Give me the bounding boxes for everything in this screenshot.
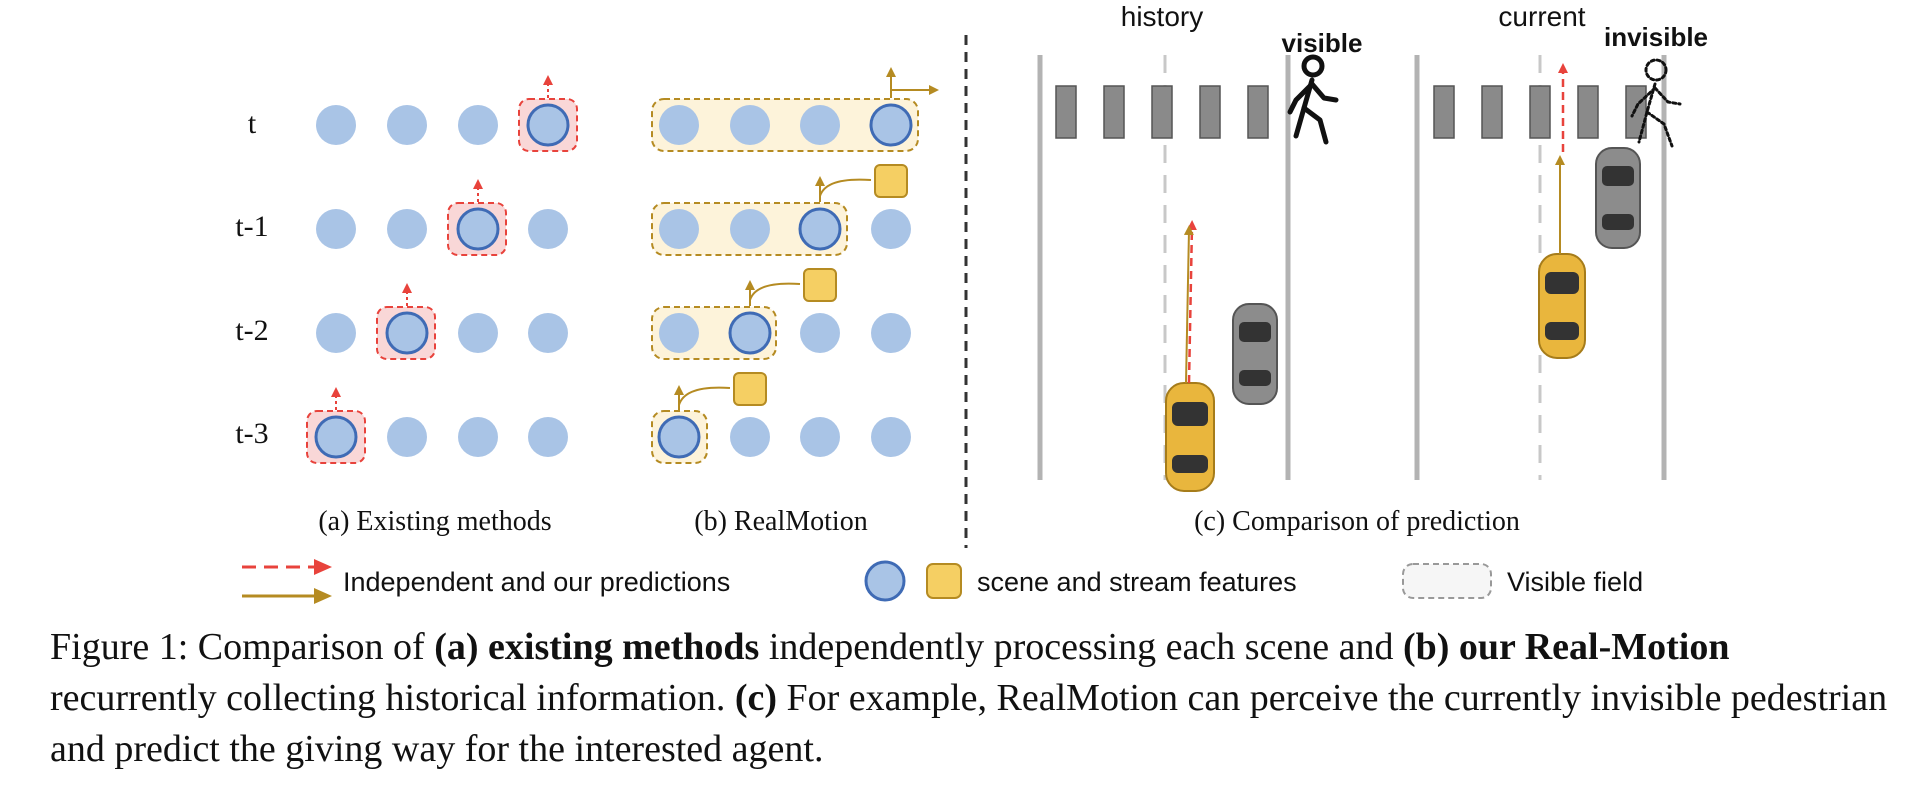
- legend: Independent and our predictions scene an…: [242, 559, 1643, 604]
- stream-flow-arrow: [749, 282, 801, 301]
- history-scene: [1037, 54, 1339, 492]
- figure-caption: Figure 1: Comparison of (a) existing met…: [50, 622, 1890, 775]
- crosswalk-stripe: [1481, 85, 1503, 139]
- caption-end: For example, RealMotion can perceive the…: [50, 677, 1888, 770]
- visible-field-box: [651, 98, 919, 152]
- legend-visible-field-label: Visible field: [1507, 567, 1643, 597]
- panel-a: (a) Existing methods: [306, 75, 578, 537]
- scene-node: [528, 209, 568, 249]
- crosswalk-stripe: [1577, 85, 1599, 139]
- scene-node: [458, 105, 498, 145]
- caption-prefix: Figure 1: Comparison of: [50, 626, 435, 668]
- crosswalk-stripe: [1247, 85, 1269, 139]
- scene-node: [730, 209, 770, 249]
- legend-features-label: scene and stream features: [977, 567, 1297, 597]
- scene-node: [316, 209, 356, 249]
- scene-node: [800, 417, 840, 457]
- legend-scene-node: [864, 560, 906, 602]
- scene-node: [387, 417, 427, 457]
- current-label: current: [1498, 1, 1585, 32]
- panel-c-caption: (c) Comparison of prediction: [1194, 506, 1520, 537]
- scene-node: [458, 313, 498, 353]
- yellow-car-icon: [1165, 382, 1215, 492]
- scene-node: [730, 105, 770, 145]
- legend-visible-field: [1402, 563, 1492, 599]
- invisible-label: invisible: [1604, 22, 1708, 52]
- scene-node: [316, 313, 356, 353]
- caption-mid1: independently processing each scene and: [759, 626, 1403, 668]
- panel-c: history current visible invisible: [1037, 1, 1708, 537]
- stream-prediction-arrow: [1183, 225, 1194, 384]
- scene-node: [387, 105, 427, 145]
- caption-b-marker: (b): [1402, 626, 1450, 668]
- scene-node: [659, 105, 699, 145]
- scene-node: [730, 417, 770, 457]
- panel-b-caption: (b) RealMotion: [694, 506, 867, 537]
- active-scene-node: [526, 103, 570, 147]
- scene-node: [458, 417, 498, 457]
- crosswalk-stripe: [1103, 85, 1125, 139]
- stream-feature: [733, 372, 767, 406]
- time-label-t-2: t-2: [235, 314, 268, 347]
- active-scene-node: [385, 311, 429, 355]
- stream-flow-arrow: [678, 386, 731, 406]
- legend-feature-square: [926, 563, 962, 599]
- crosswalk-stripe: [1529, 85, 1551, 139]
- gray-car-icon: [1232, 303, 1278, 405]
- scene-node: [659, 313, 699, 353]
- stream-feature: [803, 268, 837, 302]
- scene-node: [316, 105, 356, 145]
- scene-node: [871, 313, 911, 353]
- stream-flow-arrow: [819, 178, 872, 197]
- caption-a-phrase: existing methods: [488, 626, 760, 668]
- panel-a-caption: (a) Existing methods: [318, 506, 551, 537]
- scene-node: [871, 209, 911, 249]
- crosswalk-stripe: [1055, 85, 1077, 139]
- scene-node: [528, 313, 568, 353]
- time-label-t: t: [248, 107, 257, 140]
- scene-node: [800, 313, 840, 353]
- independent-prediction-arrow: [1186, 220, 1197, 384]
- yellow-car-icon: [1538, 253, 1586, 359]
- crosswalk-stripe: [1151, 85, 1173, 139]
- scene-node: [659, 209, 699, 249]
- figure: t t-1 t-2 t-3: [235, 1, 1708, 604]
- crosswalk-stripe: [1199, 85, 1221, 139]
- scene-node: [528, 417, 568, 457]
- active-scene-node: [869, 103, 913, 147]
- active-scene-node: [657, 415, 701, 459]
- active-scene-node: [314, 415, 358, 459]
- crosswalk-stripe: [1433, 85, 1455, 139]
- scene-node: [387, 209, 427, 249]
- active-scene-node: [456, 207, 500, 251]
- caption-mid2: recurrently collecting historical inform…: [50, 677, 735, 719]
- active-scene-node: [728, 311, 772, 355]
- caption-c-marker: (c): [734, 677, 778, 719]
- scene-node: [871, 417, 911, 457]
- gray-car-icon: [1595, 147, 1641, 249]
- pedestrian-icon: [1287, 54, 1339, 145]
- current-scene: [1414, 55, 1682, 480]
- caption-b-phrase: our Real-Motion: [1458, 626, 1730, 668]
- active-scene-node: [798, 207, 842, 251]
- visible-label: visible: [1282, 28, 1363, 58]
- scene-node: [800, 105, 840, 145]
- time-label-t-1: t-1: [235, 210, 268, 243]
- caption-a-marker: (a): [434, 626, 479, 668]
- stream-feature: [874, 164, 908, 198]
- invisible-pedestrian-icon: [1630, 58, 1682, 148]
- history-label: history: [1121, 1, 1203, 32]
- panel-b: (b) RealMotion: [651, 67, 939, 537]
- legend-predictions-label: Independent and our predictions: [343, 567, 730, 597]
- time-label-t-3: t-3: [235, 417, 268, 450]
